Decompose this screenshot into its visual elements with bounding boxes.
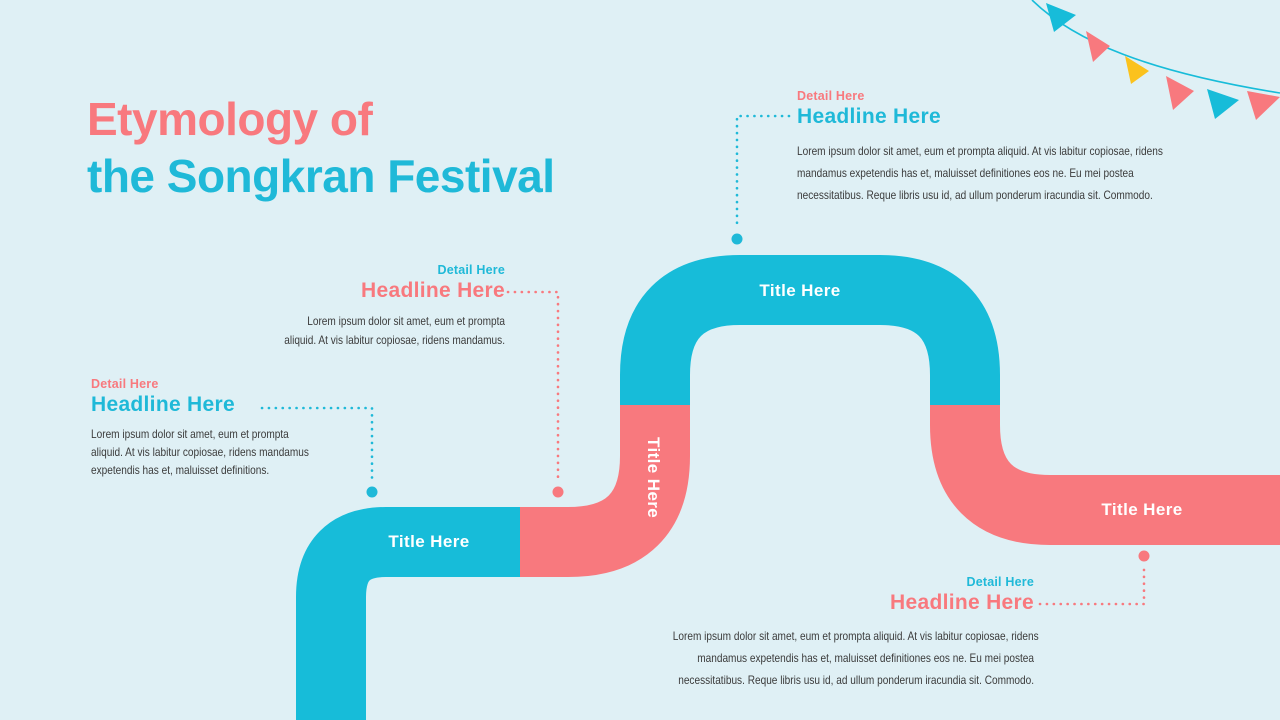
connector-dot-4 — [1138, 550, 1150, 562]
body-text: Lorem ipsum dolor sit amet, eum et promp… — [672, 625, 1039, 691]
body-text: Lorem ipsum dolor sit amet, eum et promp… — [797, 140, 1163, 206]
connector-dot-1 — [366, 486, 378, 498]
detail-label: Detail Here — [966, 575, 1034, 589]
connector-line-4 — [1038, 564, 1146, 606]
headline: Headline Here — [890, 591, 1034, 614]
body-line: aliquid. At vis labitur copiosae, ridens… — [91, 445, 309, 459]
pipe-title-4: Title Here — [1101, 500, 1183, 519]
detail-label: Detail Here — [797, 89, 865, 103]
pipe-segment-4-coral — [930, 405, 1280, 545]
pipe-title-2: Title Here — [644, 436, 663, 519]
body-line: necessitatibus. Reque libris usu id, ad … — [797, 188, 1153, 202]
callout-4: Detail Here Headline Here Lorem ipsum do… — [604, 575, 1039, 691]
connector-dot-3 — [731, 233, 743, 245]
page-title-line-1: Etymology of — [87, 93, 373, 145]
callout-3: Detail Here Headline Here Lorem ipsum do… — [797, 89, 1227, 206]
headline: Headline Here — [91, 393, 235, 416]
headline: Headline Here — [797, 105, 941, 128]
callout-1: Detail Here Headline Here Lorem ipsum do… — [91, 377, 391, 479]
body-line: Lorem ipsum dolor sit amet, eum et promp… — [91, 427, 289, 441]
body-line: mandamus expetendis has et, maluisset de… — [697, 651, 1034, 665]
page-title: Etymology of the Songkran Festival — [87, 91, 555, 205]
connector-line-2 — [506, 290, 560, 485]
body-text: Lorem ipsum dolor sit amet, eum et promp… — [253, 312, 505, 349]
bunting-decoration — [1031, 0, 1280, 120]
pipe-segment-3-blue — [620, 255, 1000, 405]
body-line: aliquid. At vis labitur copiosae, ridens… — [284, 332, 505, 347]
callout-connectors — [260, 114, 1146, 606]
bunting-flag-icon — [1207, 89, 1239, 119]
pipe-title-1: Title Here — [388, 532, 470, 551]
bunting-flag-icon — [1125, 56, 1149, 84]
body-line: expetendis has et, maluisset definitions… — [91, 463, 270, 477]
body-line: Lorem ipsum dolor sit amet, eum et promp… — [307, 314, 505, 328]
connector-line-1 — [260, 406, 374, 485]
bunting-flag-icon — [1247, 91, 1280, 120]
body-line: Lorem ipsum dolor sit amet, eum et promp… — [797, 144, 1163, 158]
body-line: mandamus expetendis has et, maluisset de… — [797, 166, 1134, 180]
callout-2: Detail Here Headline Here Lorem ipsum do… — [205, 263, 505, 349]
body-line: necessitatibus. Reque libris usu id, ad … — [678, 673, 1034, 687]
detail-label: Detail Here — [437, 263, 505, 277]
pipe-segment-1-blue — [296, 507, 520, 720]
body-text: Lorem ipsum dolor sit amet, eum et promp… — [91, 425, 343, 479]
bunting-flag-icon — [1046, 3, 1076, 32]
headline: Headline Here — [361, 279, 505, 302]
connector-line-3 — [735, 114, 791, 231]
bunting-flag-icon — [1086, 31, 1110, 62]
page-title-line-2: the Songkran Festival — [87, 150, 555, 202]
pipe-title-3: Title Here — [759, 281, 841, 300]
detail-label: Detail Here — [91, 377, 159, 391]
connector-dot-2 — [552, 486, 564, 498]
pipe-segment-2-coral — [520, 405, 690, 577]
bunting-flag-icon — [1166, 76, 1194, 110]
body-line: Lorem ipsum dolor sit amet, eum et promp… — [672, 629, 1039, 643]
